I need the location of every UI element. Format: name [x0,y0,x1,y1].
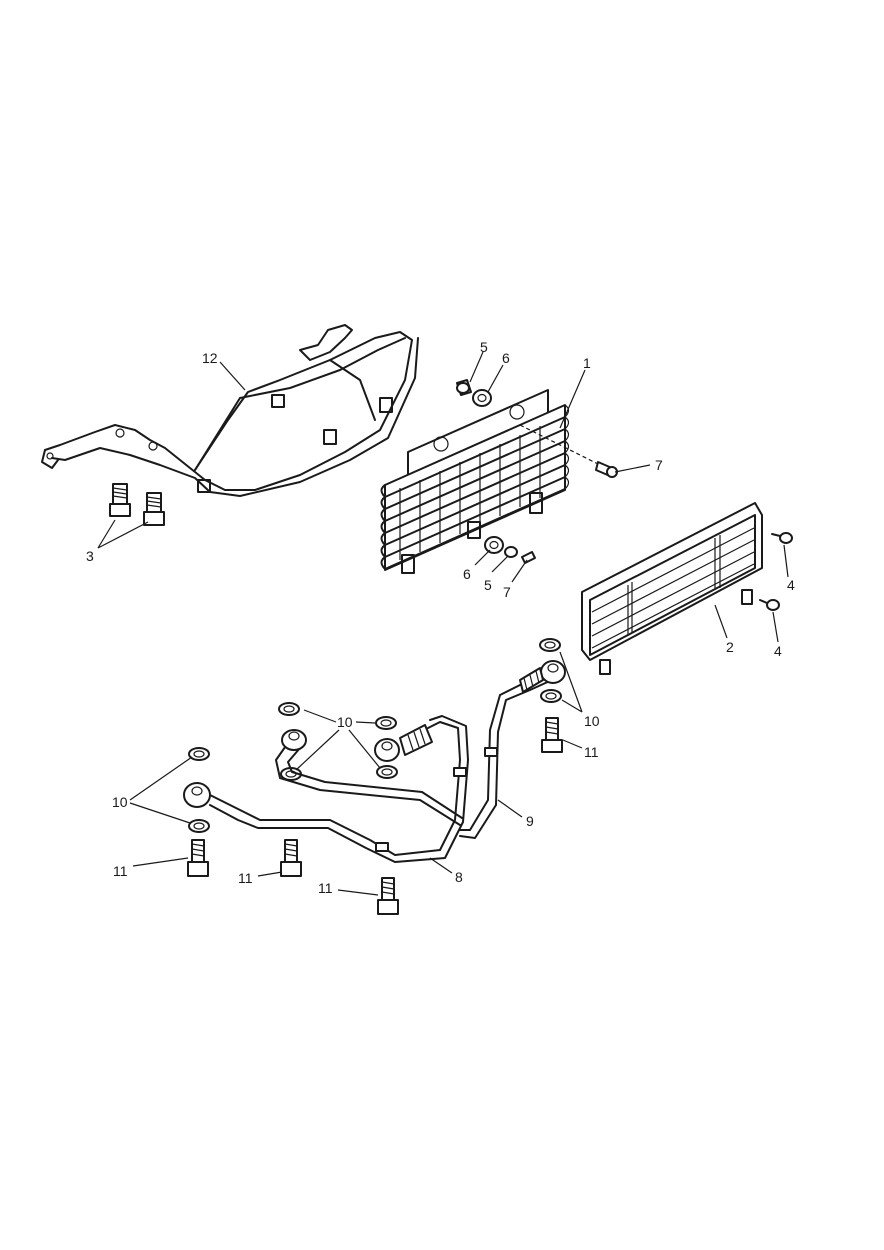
callout-6-lower: 6 [463,566,471,582]
callout-3: 3 [86,548,94,564]
callout-10-middle: 10 [337,714,353,730]
callout-9: 9 [526,813,534,829]
oil-hose-upper [275,660,566,839]
callout-11-right: 11 [584,744,599,760]
banjo-bolt-bottom [377,877,399,915]
sealing-washers [188,638,562,833]
callout-10-left: 10 [112,794,128,810]
oil-hose-lower [183,715,469,863]
callout-labels: 1 2 3 4 4 5 5 6 6 7 7 8 9 10 10 10 11 11… [86,339,795,896]
mounting-bracket-frame [41,324,419,497]
callout-11-bottom: 11 [318,880,333,896]
guard-screw-upper [771,532,793,544]
cooler-guard-grille [581,502,763,675]
callout-7-lower: 7 [503,584,511,600]
screw-upper [519,424,618,478]
callout-5-lower: 5 [484,577,492,593]
callout-6-upper: 6 [502,350,510,366]
callout-1: 1 [583,355,591,371]
guard-screw-lower [759,599,780,611]
callout-8: 8 [455,869,463,885]
bracket-bolt-left [109,483,131,517]
grommet-upper [472,389,492,407]
callout-10-right: 10 [584,713,600,729]
callout-5-upper: 5 [480,339,488,355]
callout-2: 2 [726,639,734,655]
bracket-bolt-right [143,492,165,526]
banjo-bolt-right [541,717,563,753]
leader-lines [97,351,789,896]
callout-11-left: 11 [113,863,128,879]
spacer-upper [456,379,472,396]
oil-cooler-core [380,389,570,574]
spacer-lower [504,546,518,558]
grommet-lower [484,536,504,554]
screw-lower [521,551,536,564]
callout-4-lower: 4 [774,643,782,659]
callout-12: 12 [202,350,218,366]
callout-11-middle: 11 [238,870,253,886]
banjo-bolt-middle [280,839,302,877]
callout-7-upper: 7 [655,457,663,473]
banjo-bolt-left [187,839,209,877]
callout-4-upper: 4 [787,577,795,593]
